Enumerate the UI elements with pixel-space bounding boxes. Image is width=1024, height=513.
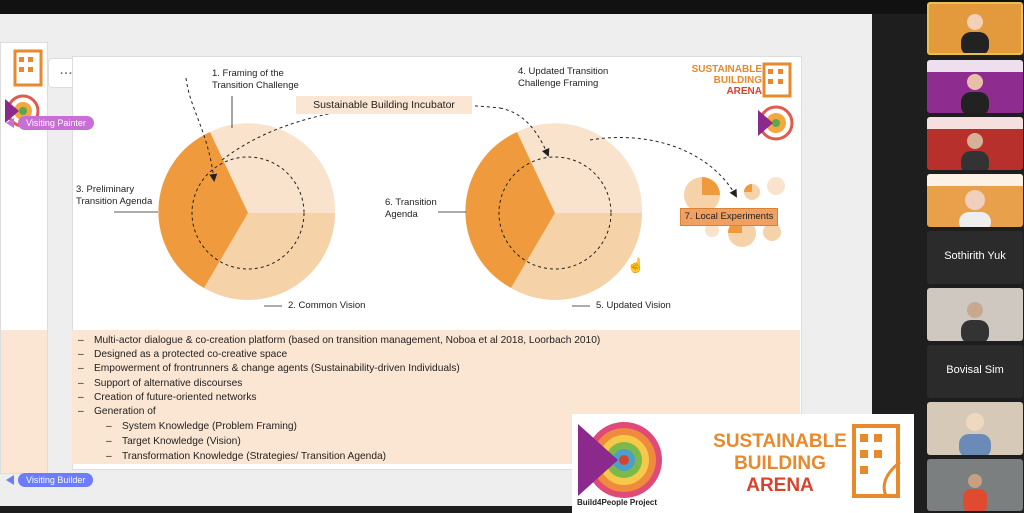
label-common-vision: 2. Common Vision — [288, 300, 366, 311]
slide-brand-text: SUSTAINABLE BUILDING ARENA — [691, 64, 762, 97]
participant-video-7[interactable] — [927, 459, 1023, 511]
builder-pointer-icon — [6, 475, 14, 485]
hand-cursor-icon: ☝ — [627, 256, 644, 274]
sustainable-building-arena-logo-text: SUSTAINABLE BUILDING ARENA — [713, 431, 847, 496]
visiting-painter-tag: Visiting Painter — [18, 116, 94, 130]
project-logo-overlay: Build4People Project SUSTAINABLE BUILDIN… — [572, 414, 914, 513]
building-logo-icon — [852, 424, 901, 498]
local-experiments-cluster — [684, 177, 785, 247]
bullet-item: –Generation of — [78, 406, 156, 417]
person-avatar-icon — [927, 174, 1023, 227]
previous-slide-thumbnail — [0, 42, 48, 474]
person-avatar-icon — [927, 117, 1023, 170]
participant-video-3[interactable] — [927, 117, 1023, 170]
local-experiments-label: 7. Local Experiments — [680, 208, 778, 226]
person-avatar-icon — [961, 14, 989, 53]
bullet-item: –Designed as a protected co-creative spa… — [78, 349, 288, 360]
transition-diagram: ☝ — [114, 77, 785, 307]
building-logo-icon — [758, 62, 794, 141]
top-bar — [0, 0, 1024, 14]
previous-slide-bullets-band — [1, 330, 47, 473]
participant-video-2[interactable] — [927, 60, 1023, 113]
bullet-item: –Creation of future-oriented networks — [78, 392, 257, 403]
participant-video-6[interactable] — [927, 402, 1023, 455]
participant-video-5[interactable] — [927, 288, 1023, 341]
cycle-circle-1 — [158, 123, 336, 300]
person-avatar-icon — [927, 60, 1023, 113]
participant-name-tile[interactable]: Bovisal Sim — [927, 345, 1023, 398]
bullet-item: –Support of alternative discourses — [78, 378, 243, 389]
bullet-item: –Empowerment of frontrunners & change ag… — [78, 363, 460, 374]
cycle-circle-2 — [465, 123, 643, 300]
participant-name-tile[interactable]: Sothirith Yuk — [927, 231, 1023, 284]
sub-bullet-item: –Target Knowledge (Vision) — [106, 436, 241, 447]
label-updated-vision: 5. Updated Vision — [596, 300, 671, 311]
sub-bullet-item: –System Knowledge (Problem Framing) — [106, 421, 297, 432]
participant-name: Bovisal Sim — [946, 364, 1004, 376]
bullet-item: –Multi-actor dialogue & co-creation plat… — [78, 335, 601, 346]
incubator-label: Sustainable Building Incubator — [296, 96, 472, 114]
participant-name: Sothirith Yuk — [944, 250, 1006, 262]
participant-video-1[interactable] — [927, 2, 1023, 55]
person-avatar-icon — [961, 302, 989, 341]
person-avatar-icon — [959, 413, 991, 455]
painter-pointer-icon — [6, 118, 14, 128]
participant-video-4[interactable] — [927, 174, 1023, 227]
person-avatar-icon — [963, 474, 987, 511]
project-name: Build4People Project — [577, 498, 658, 507]
visiting-builder-tag: Visiting Builder — [18, 473, 94, 487]
sub-bullet-item: –Transformation Knowledge (Strategies/ T… — [106, 451, 387, 462]
build4people-logo-icon — [578, 422, 662, 498]
